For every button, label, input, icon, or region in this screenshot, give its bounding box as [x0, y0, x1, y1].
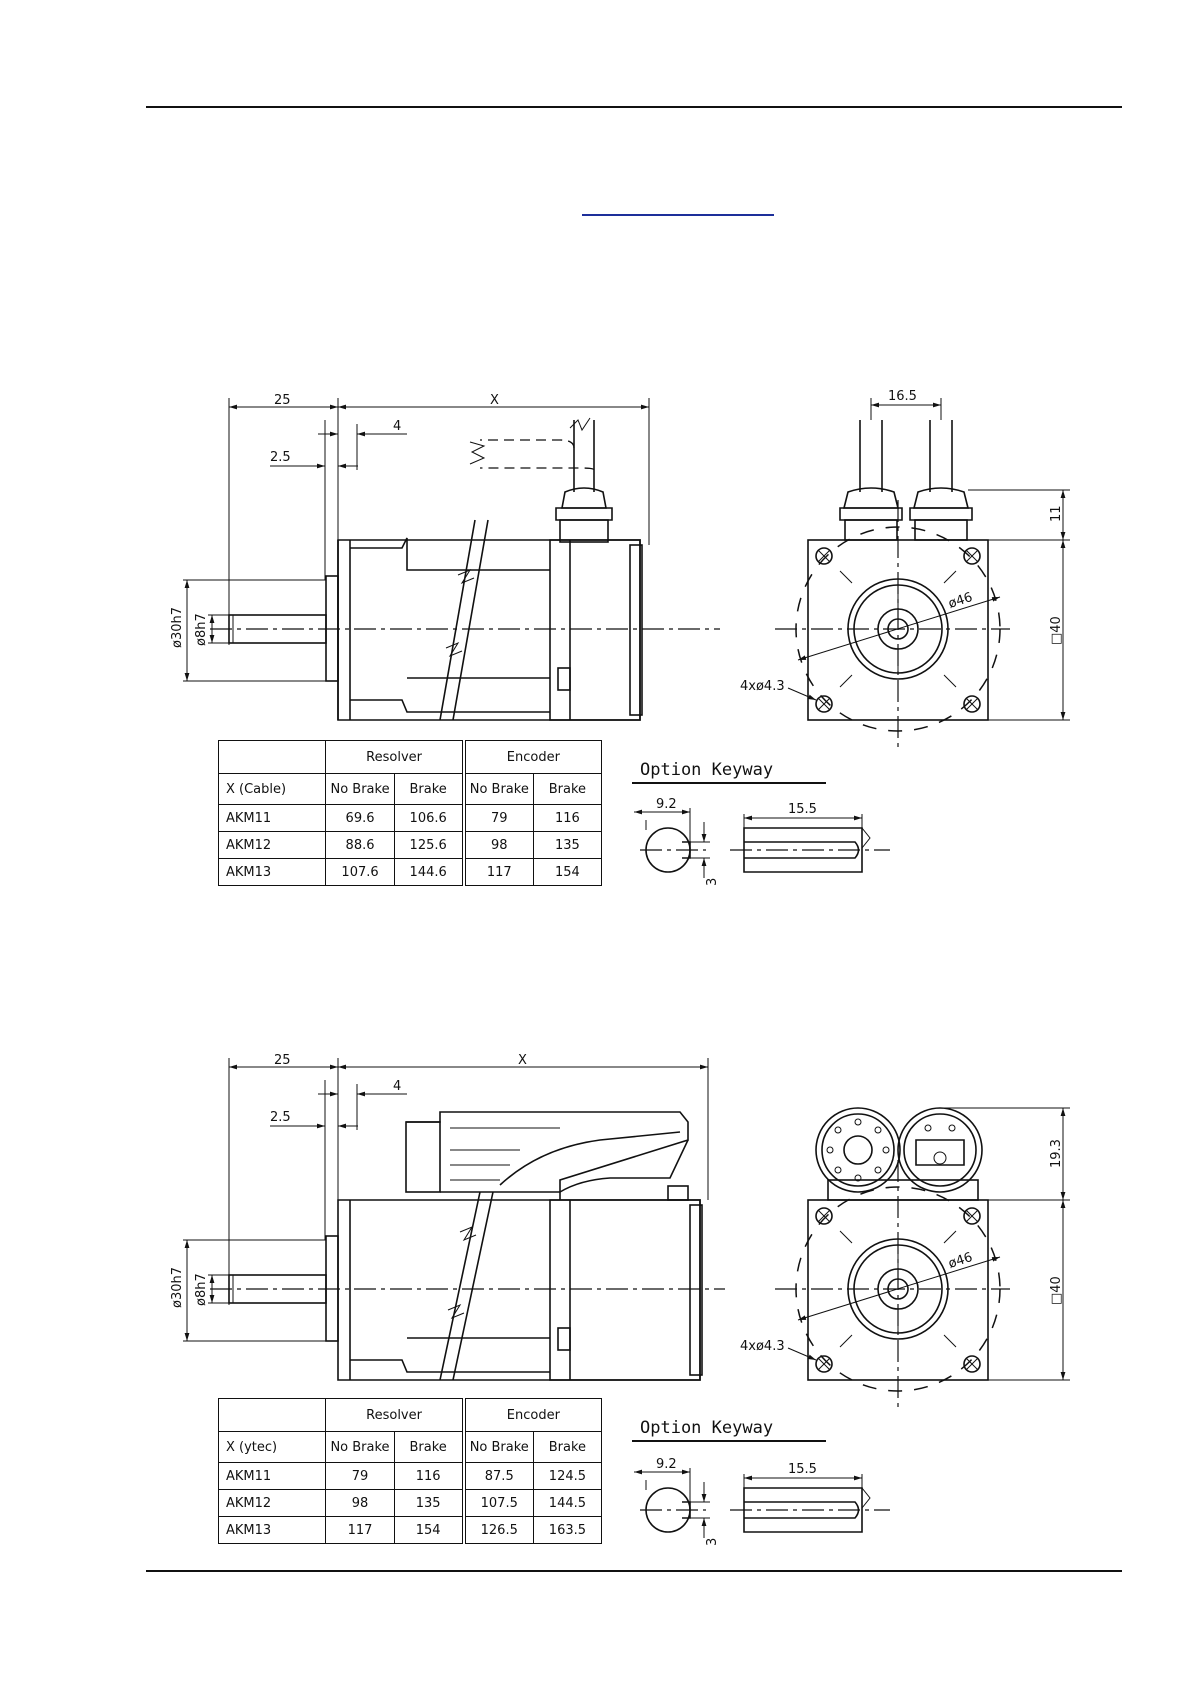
bottom-key-15-5: 15.5	[788, 1462, 817, 1477]
footer-rule	[146, 1570, 1122, 1572]
bottom-table-model: AKM12	[217, 1489, 327, 1517]
top-dim-4: 4	[393, 419, 401, 434]
top-front-view: 16.5 11 □40 ø46 4xø4.3	[740, 389, 1070, 750]
top-dim-2-5: 2.5	[270, 450, 291, 465]
table-cell: 116	[393, 1462, 465, 1490]
table-row: AKM11 69.6 106.6 79 116	[217, 804, 603, 832]
bottom-table-sub: Brake	[393, 1431, 465, 1463]
top-table-model: AKM11	[217, 804, 327, 832]
bottom-dim-2-5: 2.5	[270, 1110, 291, 1125]
table-cell: 98	[461, 831, 534, 859]
top-table-model: AKM13	[217, 858, 327, 886]
top-table-sub: No Brake	[461, 773, 534, 805]
header-link-underline[interactable]	[582, 214, 774, 216]
top-keyway-title-underline	[632, 782, 826, 784]
top-table-sub: Brake	[393, 773, 465, 805]
table-cell: 126.5	[461, 1516, 534, 1544]
table-cell: 125.6	[393, 831, 465, 859]
top-table-sub: Brake	[532, 773, 603, 805]
table-row: AKM12 88.6 125.6 98 135	[217, 831, 603, 859]
top-dimension-table: Resolver Encoder X (Cable) No Brake Brak…	[217, 740, 603, 886]
table-cell: 117	[325, 1516, 395, 1544]
bottom-dim-4x43: 4xø4.3	[740, 1339, 785, 1354]
top-table-sub: No Brake	[325, 773, 395, 805]
table-cell: 79	[461, 804, 534, 832]
table-cell: 135	[393, 1489, 465, 1517]
table-cell: 106.6	[393, 804, 465, 832]
bottom-dim-4: 4	[393, 1079, 401, 1094]
table-cell: 69.6	[325, 804, 395, 832]
top-dim-4x43: 4xø4.3	[740, 679, 785, 694]
top-dim-25: 25	[274, 393, 291, 408]
table-cell: 117	[461, 858, 534, 886]
bottom-keyway-title: Option Keyway	[640, 1418, 774, 1438]
bottom-front-view: 19.3 □40 ø46 4xø4.3	[740, 1107, 1070, 1410]
bottom-key-9-2: 9.2	[656, 1457, 677, 1472]
table-cell: 116	[532, 804, 603, 832]
table-cell: 154	[393, 1516, 465, 1544]
bottom-table-sub: No Brake	[461, 1431, 534, 1463]
bottom-table-resolver-header: Resolver	[325, 1398, 465, 1432]
top-dim-x: X	[490, 393, 499, 408]
table-cell: 107.5	[461, 1489, 534, 1517]
bottom-dim-30h7: ø30h7	[170, 1267, 185, 1308]
top-dim-30h7: ø30h7	[170, 607, 185, 648]
bottom-side-view: 25 X 4 2.5	[170, 1053, 725, 1381]
bottom-table-sub: Brake	[532, 1431, 603, 1463]
table-cell: 107.6	[325, 858, 395, 886]
bottom-dimension-table: Resolver Encoder X (ytec) No Brake Brake…	[217, 1398, 603, 1544]
bottom-dim-46: ø46	[947, 1250, 975, 1272]
top-table-resolver-header: Resolver	[325, 740, 465, 774]
top-dim-16-5: 16.5	[888, 389, 917, 404]
bottom-table-encoder-header: Encoder	[461, 1398, 602, 1432]
table-cell: 87.5	[461, 1462, 534, 1490]
bottom-dim-25: 25	[274, 1053, 291, 1068]
bottom-dim-x: X	[518, 1053, 527, 1068]
table-cell: 163.5	[532, 1516, 603, 1544]
table-row: AKM13 117 154 126.5 163.5	[217, 1516, 603, 1544]
top-dim-46: ø46	[947, 590, 975, 612]
top-dim-40: □40	[1049, 616, 1064, 645]
top-side-view: 25 X 4 2.5	[170, 393, 720, 721]
table-cell: 135	[532, 831, 603, 859]
top-table-encoder-header: Encoder	[461, 740, 602, 774]
top-dim-8h7: ø8h7	[194, 613, 209, 646]
table-cell: 98	[325, 1489, 395, 1517]
top-keyway-title: Option Keyway	[640, 760, 774, 780]
table-row: AKM13 107.6 144.6 117 154	[217, 858, 603, 886]
bottom-keyway-detail: 9.2 3 15.5	[634, 1457, 890, 1546]
top-keyway-detail: 9.2 3 15.5	[634, 797, 890, 886]
bottom-dim-19-3: 19.3	[1049, 1139, 1064, 1168]
table-cell: 154	[532, 858, 603, 886]
bottom-table-row-label: X (ytec)	[217, 1431, 327, 1463]
bottom-table-model: AKM13	[217, 1516, 327, 1544]
table-cell: 124.5	[532, 1462, 603, 1490]
bottom-table-sub: No Brake	[325, 1431, 395, 1463]
table-cell: 144.6	[393, 858, 465, 886]
bottom-dim-40: □40	[1049, 1276, 1064, 1305]
table-cell: 88.6	[325, 831, 395, 859]
table-row: AKM11 79 116 87.5 124.5	[217, 1462, 603, 1490]
top-key-3: 3	[705, 878, 720, 886]
bottom-key-3: 3	[705, 1538, 720, 1546]
bottom-dim-8h7: ø8h7	[194, 1273, 209, 1306]
top-key-15-5: 15.5	[788, 802, 817, 817]
top-table-model: AKM12	[217, 831, 327, 859]
table-row: AKM12 98 135 107.5 144.5	[217, 1489, 603, 1517]
top-table-row-label: X (Cable)	[217, 773, 327, 805]
header-rule	[146, 106, 1122, 108]
bottom-keyway-title-underline	[632, 1440, 826, 1442]
top-dim-11: 11	[1049, 505, 1064, 522]
table-cell: 79	[325, 1462, 395, 1490]
top-key-9-2: 9.2	[656, 797, 677, 812]
bottom-table-model: AKM11	[217, 1462, 327, 1490]
table-cell: 144.5	[532, 1489, 603, 1517]
